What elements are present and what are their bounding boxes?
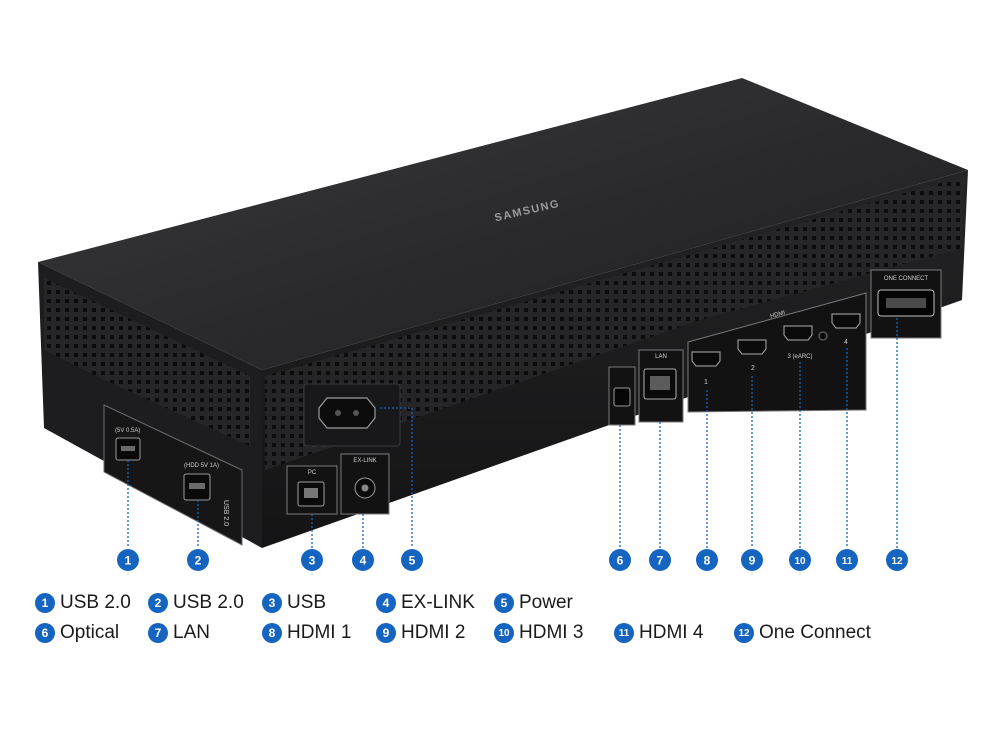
svg-text:4: 4 [360,554,367,568]
svg-text:2: 2 [195,554,202,568]
svg-text:8: 8 [704,554,711,568]
usb-left-caption: (5V 0.5A) [115,428,140,434]
power-inlet [318,397,376,429]
svg-text:1: 1 [125,554,132,568]
callout-5: 5 [401,549,423,571]
legend-label: Optical [60,622,120,643]
svg-text:3 (eARC): 3 (eARC) [787,354,812,360]
svg-text:6: 6 [617,554,624,568]
hdmi-port-2: 2 [737,339,767,372]
box-back-grille [265,176,965,470]
legend-label: One Connect [759,622,871,643]
hdmi-panel [687,292,867,413]
legend-label: USB 2.0 [60,592,131,613]
callout-12: 12 [886,549,908,571]
svg-text:9: 9 [749,554,756,568]
leader-lines [127,318,898,548]
callout-2: 2 [187,549,209,571]
exlink-caption: EX-LINK [353,458,376,464]
hdmi-port-4: 4 [831,313,861,346]
svg-text:5: 5 [409,554,416,568]
usb-side-caption: USB 2.0 [222,500,229,526]
svg-text:4: 4 [844,339,848,346]
callout-8: 8 [696,549,718,571]
svg-text:1: 1 [704,379,708,386]
callout-markers: 1 2 3 4 5 6 7 8 9 10 11 12 [117,549,908,571]
usb-right-caption: (HDD 5V 1A) [184,463,219,469]
svg-text:3: 3 [309,554,316,568]
svg-text:7: 7 [657,554,664,568]
legend-label: USB [287,592,327,613]
callout-4: 4 [352,549,374,571]
callout-11: 11 [836,549,858,571]
svg-text:12: 12 [891,556,903,567]
box-top-surface [38,78,968,370]
hdmi-port-1: 1 [691,351,721,386]
legend-label: USB 2.0 [173,592,244,613]
legend-label: Power [519,592,573,613]
callout-9: 9 [741,549,763,571]
hdmi-port-3: 3 (eARC) [783,325,828,360]
hdmi-group-caption: HDMI [770,310,787,320]
legend-label: HDMI 1 [287,622,352,643]
optical-port [613,387,631,407]
callout-7: 7 [649,549,671,571]
box-left-grille [44,278,250,446]
legend-label: HDMI 3 [519,622,584,643]
legend-label: HDMI 2 [401,622,466,643]
lan-caption: LAN [655,354,667,360]
legend-label: LAN [173,622,210,643]
svg-text:10: 10 [794,556,806,567]
callout-1: 1 [117,549,139,571]
pc-port-caption: PC [308,470,317,476]
svg-text:11: 11 [842,556,853,567]
legend-label: HDMI 4 [639,622,704,643]
svg-text:2: 2 [751,365,755,372]
callout-10: 10 [789,549,811,571]
callout-6: 6 [609,549,631,571]
callout-3: 3 [301,549,323,571]
legend-label: EX-LINK [401,592,475,613]
one-connect-caption: ONE CONNECT [884,276,929,282]
